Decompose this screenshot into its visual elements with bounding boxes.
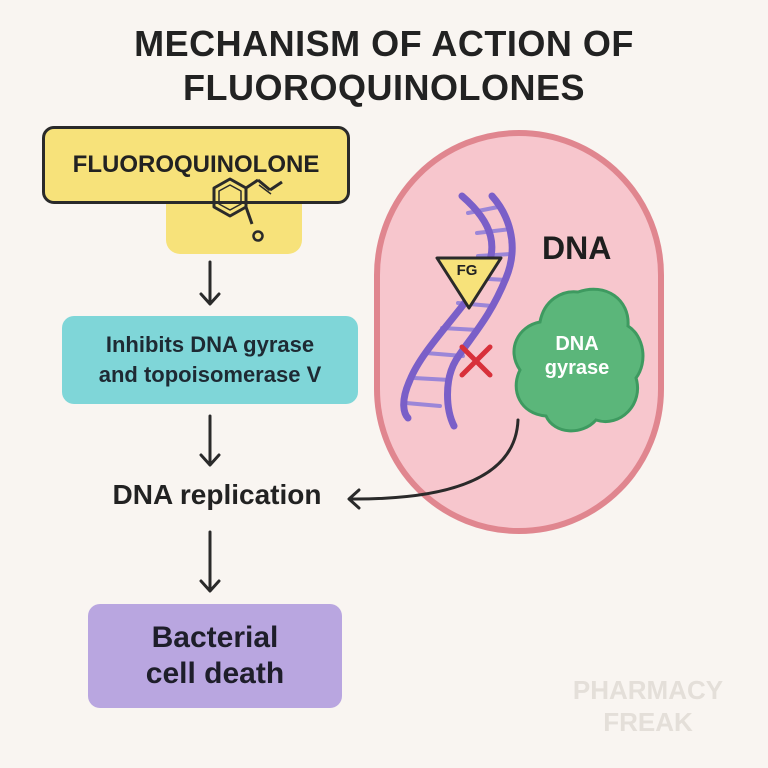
flow-arrows (199, 260, 520, 593)
curved-arrow-to-replication (347, 418, 520, 510)
inhibition-line-1: Inhibits DNA gyrase (105, 332, 315, 357)
watermark: PHARMACY FREAK (540, 674, 756, 738)
chemical-structure-icon (212, 177, 283, 242)
gyrase-line-1: DNA (555, 333, 599, 355)
fg-marker (435, 256, 503, 310)
dna-gyrase-enzyme (512, 287, 645, 433)
title-line-2: FLUOROQUINOLONES (183, 67, 585, 108)
cell-death-box: Bacterial cell death (88, 604, 342, 708)
dna-gyrase-label: DNA gyrase (518, 332, 636, 380)
arrow-down-2 (199, 414, 221, 467)
cell-death-line-2: cell death (145, 657, 285, 690)
arrow-down-1 (199, 260, 221, 306)
dna-replication-label: DNA replication (112, 479, 322, 510)
cell-death-line-1: Bacterial (151, 621, 279, 654)
watermark-line-2: FREAK (603, 707, 693, 737)
watermark-line-1: PHARMACY (572, 675, 724, 705)
arrow-down-3 (199, 530, 221, 593)
fluoroquinolone-label: FLUOROQUINOLONE (72, 151, 320, 178)
fluoroquinolone-box: FLUOROQUINOLONE (42, 126, 350, 204)
x-mark-icon (459, 344, 493, 378)
gyrase-line-2: gyrase (544, 357, 610, 379)
dna-helix-icon (400, 192, 516, 430)
page-title: MECHANISM OF ACTION OF FLUOROQUINOLONES (0, 22, 768, 110)
inhibition-line-2: and topoisomerase V (98, 362, 322, 387)
dna-label: DNA (542, 230, 612, 266)
title-line-1: MECHANISM OF ACTION OF (134, 23, 634, 64)
inhibition-box: Inhibits DNA gyrase and topoisomerase V (62, 316, 358, 404)
fg-label: FG (456, 262, 478, 279)
